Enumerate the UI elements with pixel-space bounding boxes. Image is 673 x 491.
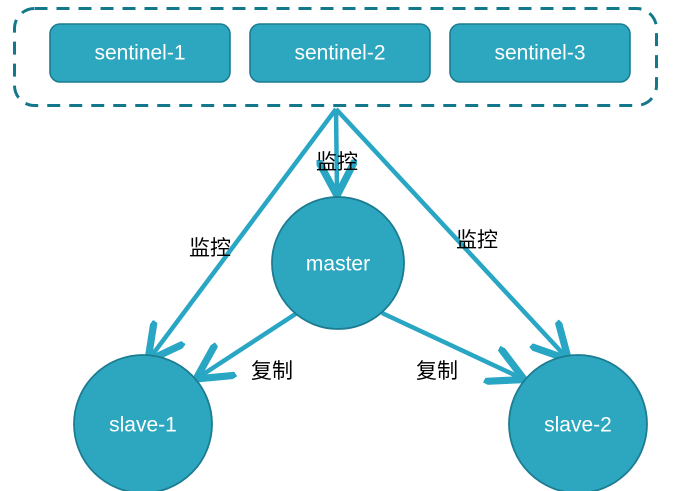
sentinel-group-border (13, 7, 658, 107)
sentinel-node-2-shape (249, 23, 431, 83)
edge-sentinel-to-master (336, 108, 337, 192)
sentinel-node-1-shape (49, 23, 231, 83)
edge-master-to-slave-2 (381, 310, 521, 378)
slave-2-node-shape (508, 354, 648, 491)
edge-label-master-to-slave-2: 复制 (416, 359, 458, 383)
sentinel-node-3[interactable]: sentinel-3 (449, 23, 631, 83)
master-node[interactable]: master (271, 196, 405, 330)
sentinel-node-2[interactable]: sentinel-2 (249, 23, 431, 83)
slave-1-node[interactable]: slave-1 (73, 354, 213, 491)
master-node-shape (271, 196, 405, 330)
edge-label-master-to-slave-1: 复制 (251, 359, 293, 383)
sentinel-node-1[interactable]: sentinel-1 (49, 23, 231, 83)
edge-master-to-slave-1 (199, 311, 299, 377)
slave-1-node-shape (73, 354, 213, 491)
slave-2-node[interactable]: slave-2 (508, 354, 648, 491)
sentinel-node-3-shape (449, 23, 631, 83)
edge-sentinel-to-slave-2 (334, 107, 566, 357)
edge-sentinel-to-slave-1 (150, 107, 338, 358)
